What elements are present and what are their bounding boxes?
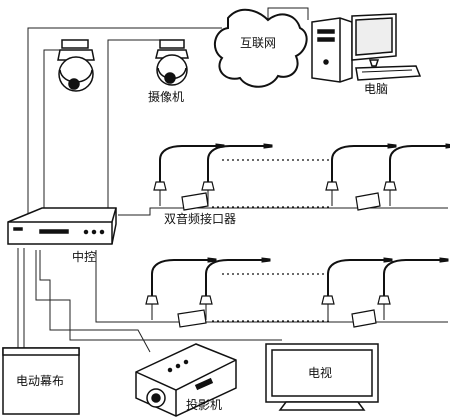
microphone-array bbox=[145, 143, 450, 320]
dotted-connectors bbox=[212, 159, 330, 322]
dome-camera-icon bbox=[57, 39, 95, 92]
projector-label: 投影机 bbox=[186, 398, 223, 412]
dome-camera-icon bbox=[155, 39, 189, 86]
internet-label: 互联网 bbox=[240, 36, 277, 50]
projector-icon bbox=[135, 343, 237, 417]
connection-lines bbox=[17, 7, 448, 353]
gooseneck-microphone-icon bbox=[201, 143, 273, 206]
gooseneck-microphone-icon bbox=[377, 257, 449, 320]
central-control-label: 中控 bbox=[72, 250, 97, 264]
cloud-icon bbox=[213, 8, 308, 88]
interface-box-icon bbox=[177, 192, 381, 328]
gooseneck-microphone-icon bbox=[145, 257, 217, 320]
gooseneck-microphone-icon bbox=[325, 143, 397, 206]
computer-label: 电脑 bbox=[364, 82, 389, 96]
projection-screen-icon bbox=[2, 347, 80, 415]
control-unit-icon bbox=[7, 207, 117, 245]
camera-label: 摄像机 bbox=[148, 90, 185, 104]
tv-icon bbox=[265, 343, 379, 411]
audio-interface-label: 双音频接口器 bbox=[164, 212, 237, 226]
desktop-computer-icon bbox=[311, 13, 422, 83]
gooseneck-microphone-icon bbox=[321, 257, 393, 320]
gooseneck-microphone-icon bbox=[199, 257, 271, 320]
gooseneck-microphone-icon bbox=[383, 143, 450, 206]
screen-label: 电动幕布 bbox=[16, 374, 65, 388]
tv-label: 电视 bbox=[308, 366, 333, 380]
